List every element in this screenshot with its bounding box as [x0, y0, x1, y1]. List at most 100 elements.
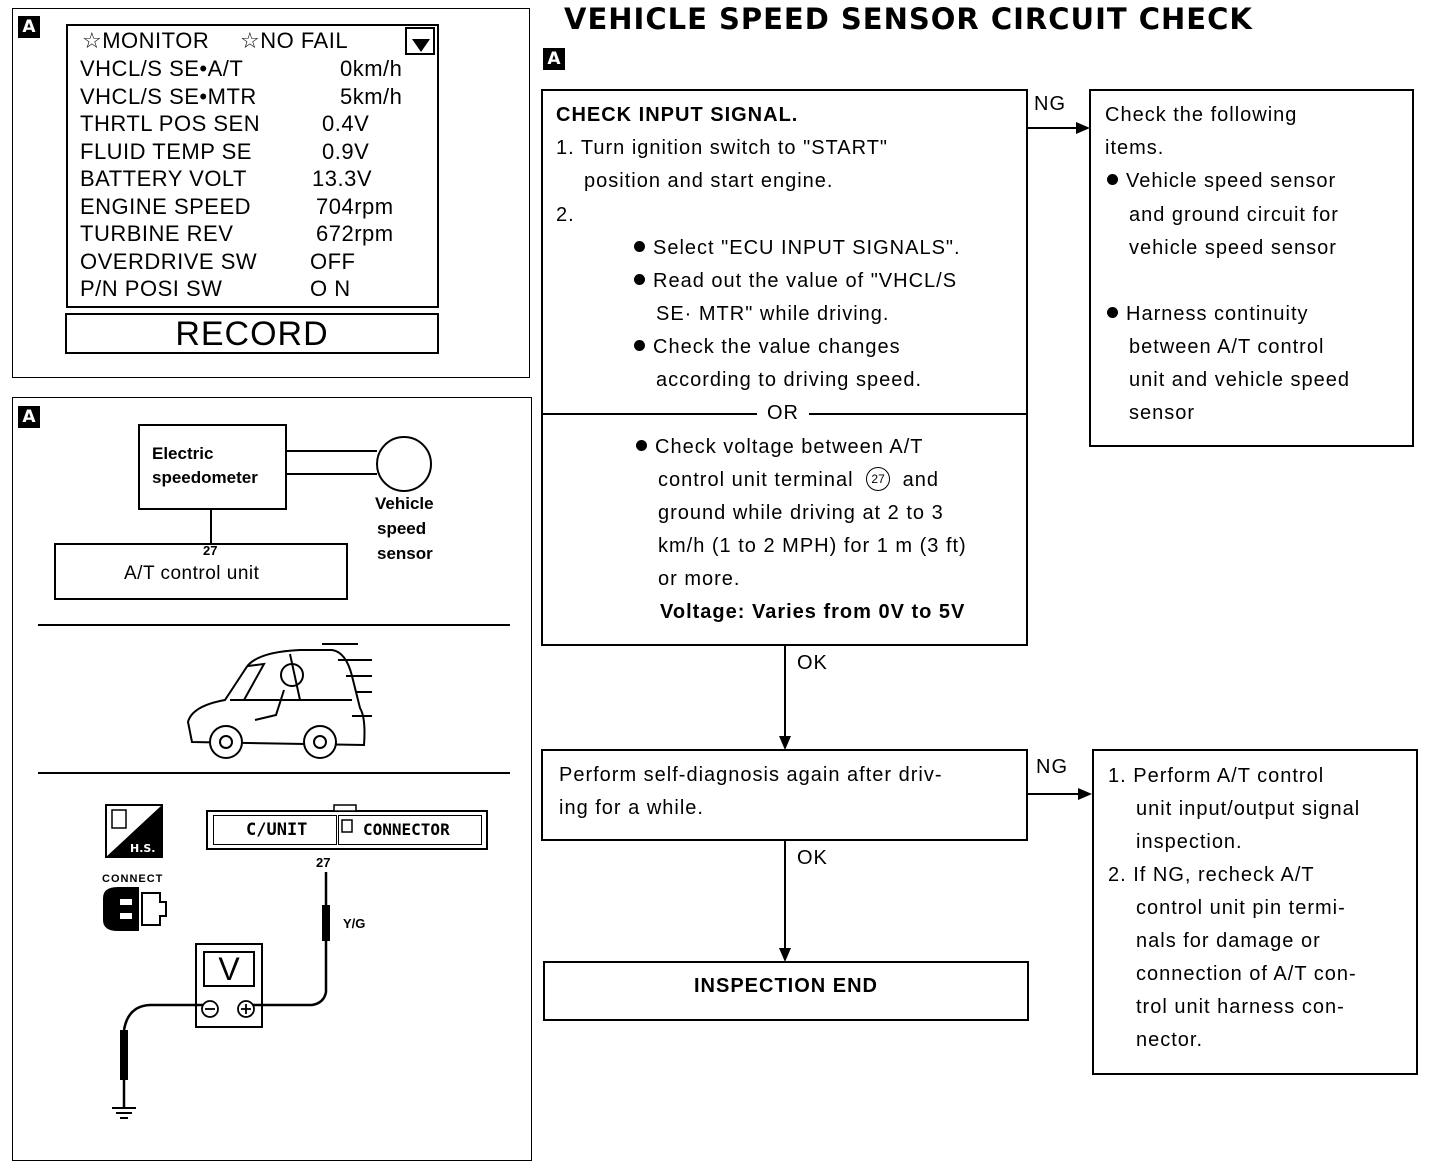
ng1-item2d: sensor [1129, 402, 1196, 424]
section-tag-monitor: A [18, 16, 40, 38]
electric-speedometer-box [138, 424, 287, 510]
step1-bullet2a: Read out the value of "VHCL/S [634, 265, 957, 298]
self-diagnosis-box [541, 749, 1028, 841]
control-unit-terminal: 27 [203, 543, 218, 558]
wiring-panel [12, 397, 532, 1161]
control-unit-label: A/T control unit [124, 563, 260, 584]
step1-bullet3b: according to driving speed. [656, 369, 923, 391]
monitor-screen [66, 24, 439, 308]
step1-bullet1: Select "ECU INPUT SIGNALS". [634, 232, 961, 265]
monitor-row-label: VHCL/S SE•MTR [80, 83, 257, 109]
voltmeter-symbol: V [218, 951, 240, 987]
monitor-row-value: 704rpm [316, 193, 394, 219]
monitor-row-label: VHCL/S SE•A/T [80, 56, 244, 81]
monitor-row-value: O N [310, 276, 351, 301]
monitor-row-label: ENGINE SPEED [80, 193, 252, 219]
monitor-row-value: OFF [310, 248, 356, 274]
ng1-label: NG [1034, 93, 1066, 115]
section-tag-right: A [543, 48, 565, 70]
ng2-l5: control unit pin termi- [1136, 897, 1346, 919]
step1-bullet2b: SE· MTR" while driving. [656, 303, 890, 325]
step2-line1: Perform self-diagnosis again after driv- [559, 764, 943, 786]
ng1-line1: Check the following [1105, 104, 1298, 126]
ng1-item2a: Harness continuity [1107, 298, 1309, 331]
step2-line2: ing for a while. [559, 797, 704, 819]
ng2-l8: trol unit harness con- [1136, 996, 1345, 1018]
ng2-l3: inspection. [1136, 831, 1243, 853]
connector-label-box [338, 815, 482, 845]
step1-line2: position and start engine. [584, 170, 834, 192]
or-label: OR [757, 402, 809, 425]
monitor-row-value: 672rpm [316, 221, 394, 246]
probe-wires [122, 872, 328, 1108]
ng2-actions-box [1092, 749, 1418, 1075]
voltmeter-display: V [203, 951, 255, 987]
monitor-row-label: TURBINE REV [80, 221, 234, 246]
monitor-row-label: THRTL POS SEN [80, 111, 261, 136]
hs-text: H.S. [130, 842, 156, 855]
step1-alt-line5: or more. [658, 568, 741, 590]
connect-plug-icon [103, 887, 167, 931]
ok2-label: OK [797, 847, 828, 869]
car-driver-illustration [186, 643, 372, 759]
wire-color-label: Y/G [343, 916, 366, 931]
step1-alt-line2: control unit terminal 27 and [658, 464, 939, 497]
record-button[interactable]: RECORD [65, 313, 439, 354]
cunit-label: C/UNIT [246, 820, 308, 840]
check-input-signal-box [541, 89, 1028, 646]
ng1-item2c: unit and vehicle speed [1129, 369, 1351, 391]
sensor-label-3: sensor [377, 544, 433, 563]
ng1-item2b: between A/T control [1129, 336, 1325, 358]
terminal-27-badge: 27 [866, 466, 891, 491]
monitor-header-left: ☆MONITOR [82, 28, 210, 53]
monitor-header-right: ☆NO FAIL [240, 28, 349, 53]
speedometer-label-1: Electric [152, 444, 214, 463]
monitor-row-label: FLUID TEMP SE [80, 138, 252, 164]
step1-line1: 1. Turn ignition switch to "START" [556, 137, 889, 159]
ng2-l9: nector. [1136, 1029, 1204, 1051]
step1-bullet3a: Check the value changes [634, 331, 901, 364]
scroll-down-button[interactable] [405, 27, 435, 55]
ground-icon [112, 1107, 136, 1119]
monitor-row-label: OVERDRIVE SW [80, 248, 258, 274]
connector-label: CONNECTOR [363, 820, 450, 839]
ok1-label: OK [797, 652, 828, 674]
ng1-item1c: vehicle speed sensor [1129, 237, 1337, 259]
ng1-line2: items. [1105, 137, 1165, 159]
record-button-label: RECORD [175, 315, 329, 353]
inspection-end-box: INSPECTION END [543, 961, 1029, 1021]
step1-alt-line4: km/h (1 to 2 MPH) for 1 m (3 ft) [658, 535, 967, 557]
sensor-label-2: speed [377, 519, 427, 538]
ng1-item1a: Vehicle speed sensor [1107, 165, 1336, 198]
ng2-l7: connection of A/T con- [1136, 963, 1357, 985]
ng2-l6: nals for damage or [1136, 930, 1321, 952]
ng1-item1b: and ground circuit for [1129, 204, 1339, 226]
cunit-label-box [213, 815, 337, 845]
inspection-end-label: INSPECTION END [693, 975, 879, 997]
step1-alt-line3: ground while driving at 2 to 3 [658, 502, 944, 524]
flow-lines [784, 127, 1080, 950]
flow-arrowheads [779, 122, 1092, 962]
monitor-row-value: 0.4V [322, 111, 370, 136]
ng2-l2: unit input/output signal [1136, 798, 1361, 820]
step1-line3: 2. [556, 204, 575, 226]
sensor-label-1: Vehicle [375, 494, 434, 513]
ng2-l4: 2. If NG, recheck A/T [1108, 864, 1315, 886]
connector-terminal: 27 [316, 855, 331, 870]
voltage-spec: Voltage: Varies from 0V to 5V [660, 601, 966, 623]
connect-label: CONNECT [102, 873, 164, 885]
section-tag-wiring: A [18, 406, 40, 428]
vehicle-speed-sensor-circle [376, 436, 432, 492]
monitor-row-value: 5km/h [340, 83, 403, 109]
speedometer-label-2: speedometer [152, 468, 258, 487]
monitor-row-value: 0.9V [322, 138, 370, 164]
monitor-row-label: BATTERY VOLT [80, 166, 247, 191]
page-title: VEHICLE SPEED SENSOR CIRCUIT CHECK [564, 2, 1253, 36]
step1-heading: CHECK INPUT SIGNAL. [556, 104, 799, 126]
monitor-row-value: 0km/h [340, 56, 403, 81]
scroll-down-icon [412, 39, 430, 52]
ng1-check-items-box [1089, 89, 1414, 447]
ng2-label: NG [1036, 756, 1068, 778]
monitor-row-label: P/N POSI SW [80, 276, 223, 301]
monitor-row-value: 13.3V [312, 166, 372, 191]
